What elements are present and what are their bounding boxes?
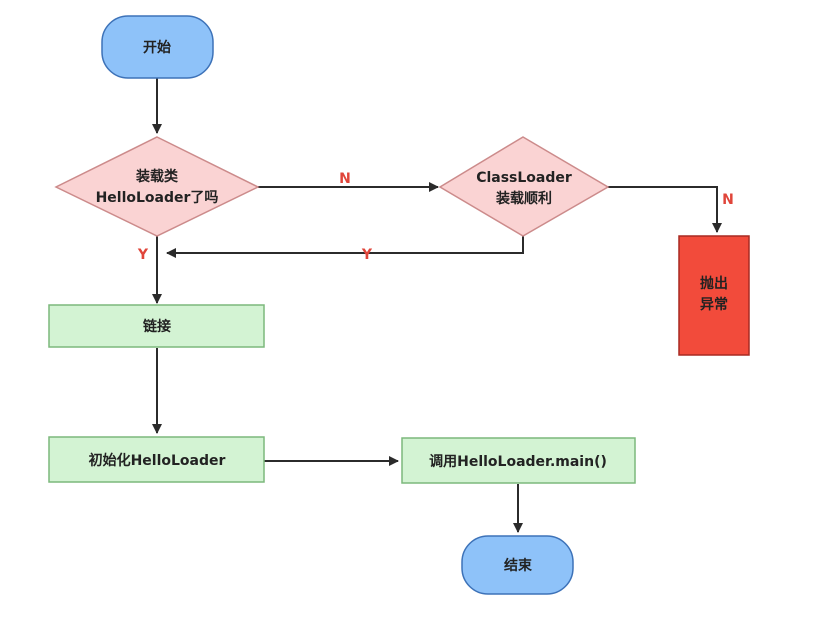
link-node: 链接 [48,304,265,348]
classloader-check-shape [438,136,610,237]
loaded-check-shape [54,136,260,237]
link-shape [48,304,265,348]
end-node: 结束 [461,535,574,595]
invoke-main-label: 调用HelloLoader.main() [429,454,607,470]
start-label: 开始 [143,39,171,56]
throw-exception-line1: 抛出 [700,275,728,292]
throw-exception-line2: 异常 [700,296,728,313]
init-shape [48,436,265,483]
edge-label-classloader-yes: Y [361,247,373,263]
init-node: 初始化HelloLoader [48,436,265,483]
link-label: 链接 [143,318,171,335]
edge-classloader-no-to-exception [608,186,722,233]
throw-exception-shape [678,235,750,356]
loaded-check-line2: HelloLoader了吗 [96,190,219,206]
classloader-check-node: ClassLoader 装载顺利 [438,136,610,237]
classloader-check-line1: ClassLoader [476,170,572,186]
edge-label-classloader-no: N [722,192,734,208]
invoke-main-node: 调用HelloLoader.main() [401,437,636,484]
loaded-check-node: 装载类 HelloLoader了吗 [54,136,260,237]
edge-classloader-yes-back [166,236,524,258]
init-label: 初始化HelloLoader [89,452,226,469]
throw-exception-node: 抛出 异常 [678,235,750,356]
edge-label-loaded-no: N [339,171,351,187]
edge-label-loaded-yes: Y [137,247,149,263]
loaded-check-line1: 装载类 [135,168,179,185]
start-node: 开始 [101,15,214,79]
invoke-main-shape [401,437,636,484]
start-shape [101,15,214,79]
end-shape [461,535,574,595]
classloader-check-line2: 装载顺利 [495,190,552,207]
end-label: 结束 [504,557,533,574]
